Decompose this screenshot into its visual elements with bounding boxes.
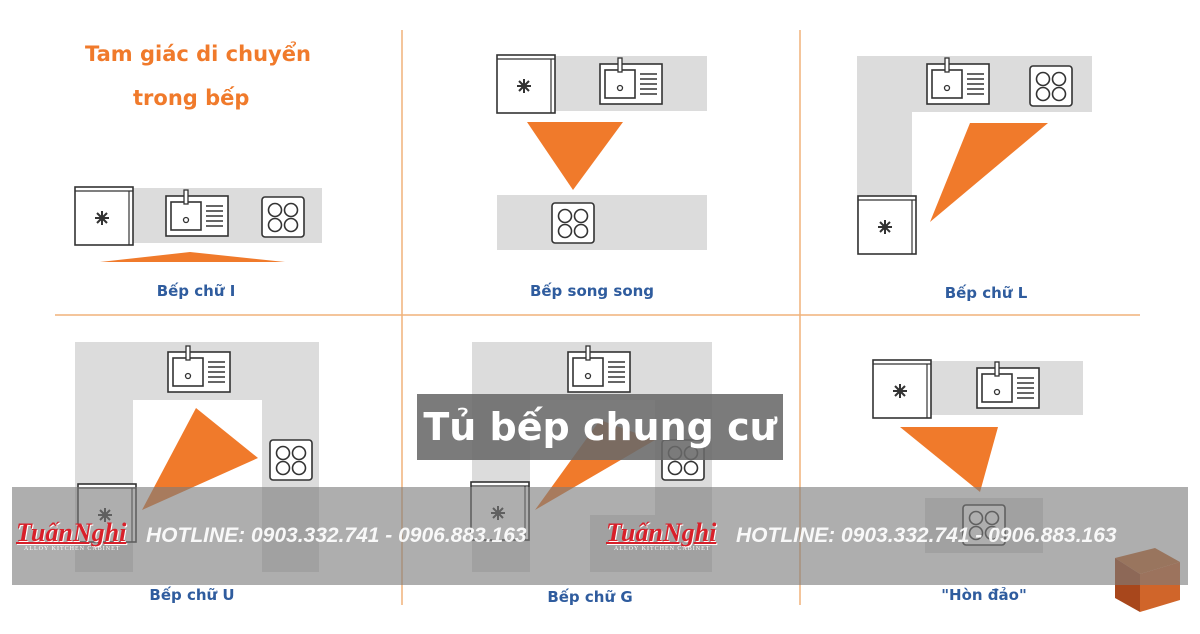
layout-i-shape [74, 186, 322, 262]
sink-icon [567, 345, 631, 393]
hotline-text-repeat: HOTLINE: 0903.332.741 - 0906.883.163 [736, 524, 1117, 547]
fridge-icon [74, 186, 134, 246]
brand-logo: TuấnNghi ALLOY KITCHEN CABINET [16, 520, 136, 560]
stove-icon [261, 196, 305, 238]
watermark-banner [12, 487, 1188, 585]
caption-l-shape: Bếp chữ L [944, 284, 1028, 302]
fridge-icon [496, 54, 556, 114]
brand-name: TuấnNghi [16, 518, 127, 547]
sink-icon [599, 57, 663, 105]
sink-icon [926, 57, 990, 105]
work-triangle [900, 427, 998, 492]
stove-icon [269, 439, 313, 481]
caption-u-shape: Bếp chữ U [149, 586, 235, 604]
work-triangle [100, 252, 285, 262]
brand-tagline: ALLOY KITCHEN CABINET [614, 546, 711, 552]
caption-g-shape: Bếp chữ G [547, 588, 633, 606]
layout-parallel [496, 54, 707, 250]
brand-name: TuấnNghi [606, 518, 717, 547]
fridge-icon [857, 195, 917, 255]
work-triangle [527, 122, 623, 190]
fridge-icon [872, 359, 932, 419]
brand-tagline: ALLOY KITCHEN CABINET [24, 546, 121, 552]
caption-i-shape: Bếp chữ I [156, 282, 236, 300]
caption-island: "Hòn đảo" [941, 586, 1027, 604]
work-triangle [142, 408, 258, 510]
sink-icon [167, 345, 231, 393]
sink-icon [165, 189, 229, 237]
stove-icon [1029, 65, 1073, 107]
layout-l-shape [857, 56, 1092, 255]
hotline-text: HOTLINE: 0903.332.741 - 0906.883.163 [146, 524, 527, 547]
diagram-title-line2: trong bếp [133, 86, 250, 110]
stove-icon [551, 202, 595, 244]
caption-parallel: Bếp song song [529, 282, 655, 300]
diagram-title-line1: Tam giác di chuyển [85, 42, 311, 66]
work-triangle [930, 123, 1048, 222]
overlay-title: Tủ bếp chung cư [417, 394, 783, 460]
brand-logo-repeat: TuấnNghi ALLOY KITCHEN CABINET [606, 520, 726, 560]
sink-icon [976, 361, 1040, 409]
